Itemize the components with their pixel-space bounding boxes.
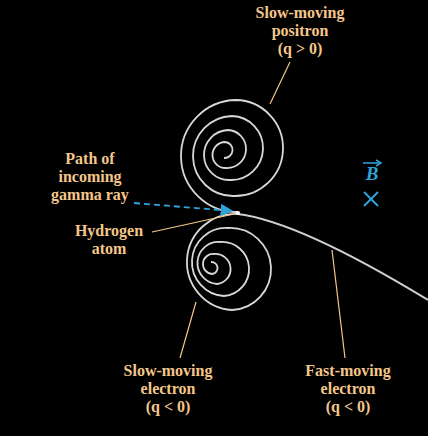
charge-label: (q < 0) <box>285 398 411 416</box>
leader-line <box>180 302 196 358</box>
particle-label: Slow-moving positron <box>245 4 355 40</box>
leader-line <box>270 62 290 104</box>
leader-line <box>332 250 345 358</box>
field-symbol: B <box>360 164 384 184</box>
particle-label: Slow-moving electron <box>110 362 226 398</box>
charge-label: (q > 0) <box>245 40 355 58</box>
particle-label: Path of incoming gamma ray <box>50 150 130 204</box>
charge-label: (q < 0) <box>110 398 226 416</box>
leader-line <box>152 214 234 232</box>
particle-label: Fast-moving electron <box>285 362 411 398</box>
electron-track <box>187 214 271 310</box>
into-page-symbol <box>364 192 378 206</box>
atom-label: Hydrogen atom <box>66 222 152 258</box>
gamma-ray-path <box>134 203 232 211</box>
hydrogen-atom-dot <box>236 211 240 215</box>
positron-track <box>181 100 283 212</box>
